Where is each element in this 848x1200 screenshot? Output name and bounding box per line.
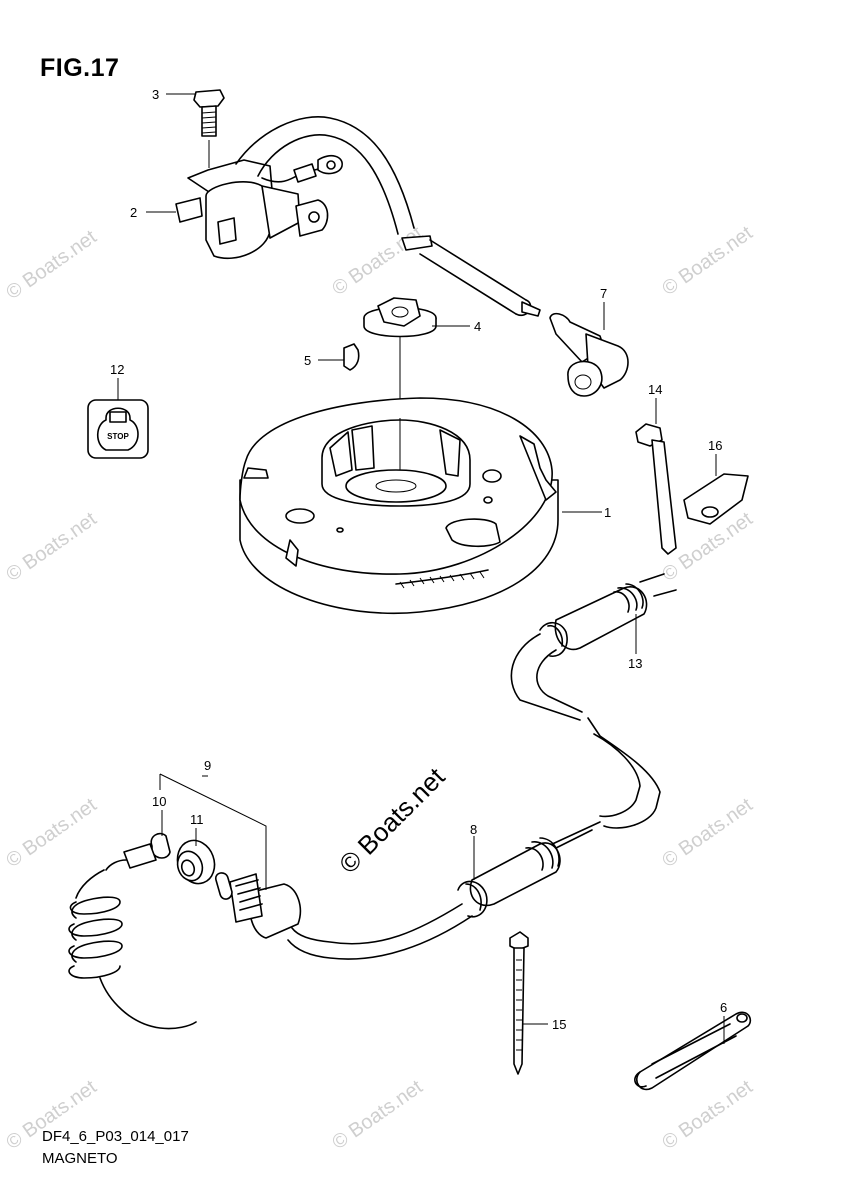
callout-6: 6 (720, 1000, 727, 1015)
leader-lines (117, 93, 725, 1044)
callout-8: 8 (470, 822, 477, 837)
clamp-part-6 (634, 1011, 752, 1091)
watermark: © Boats.net (658, 1076, 757, 1154)
stop-switch-part-12: STOP (87, 399, 149, 459)
lead-wire (287, 573, 677, 960)
grommet-part-13 (539, 583, 648, 657)
figure-name: MAGNETO (42, 1150, 118, 1167)
callout-4: 4 (474, 319, 481, 334)
magneto-stator-part-1 (239, 397, 559, 615)
nut-part-4 (363, 297, 437, 468)
stop-button-label: STOP (107, 432, 129, 441)
callout-2: 2 (130, 205, 137, 220)
bracket-part-16 (683, 473, 749, 525)
callout-1: 1 (604, 505, 611, 520)
plug-cap-part-7 (549, 312, 629, 397)
callout-numbers: 1 2 3 4 5 6 7 8 9 10 11 12 13 14 15 16 (110, 87, 727, 1032)
watermark: © Boats.net (658, 222, 757, 300)
watermark: © Boats.net (328, 1076, 427, 1154)
callout-13: 13 (628, 656, 642, 671)
callout-14: 14 (648, 382, 662, 397)
stop-switch-assembly-part-9 (215, 872, 302, 939)
callout-16: 16 (708, 438, 722, 453)
watermark: © Boats.net (2, 226, 101, 304)
watermark: © Boats.net (2, 794, 101, 872)
callout-10: 10 (152, 794, 166, 809)
figure-code: DF4_6_P03_014_017 (42, 1128, 189, 1145)
grommet-part-8 (457, 837, 561, 918)
callout-7: 7 (600, 286, 607, 301)
terminal-part-10 (105, 832, 171, 871)
figure-title: FIG.17 (40, 54, 120, 82)
callout-3: 3 (152, 87, 159, 102)
callout-9: 9 (204, 758, 211, 773)
callout-12: 12 (110, 362, 124, 377)
seal-part-11 (176, 839, 216, 885)
watermark: © Boats.net (2, 508, 101, 586)
center-watermark: © Boats.net (333, 761, 451, 879)
callout-5: 5 (304, 353, 311, 368)
callout-15: 15 (552, 1017, 566, 1032)
watermark: © Boats.net (658, 794, 757, 872)
cable-tie-part-15 (509, 931, 529, 1075)
ignition-coil-part-2 (175, 89, 541, 317)
watermark: © Boats.net (328, 222, 427, 300)
clip-part-14 (635, 423, 677, 555)
coiled-lead-wire (68, 869, 197, 1030)
woodruff-key-part-5 (343, 343, 360, 371)
callout-11: 11 (190, 812, 204, 827)
